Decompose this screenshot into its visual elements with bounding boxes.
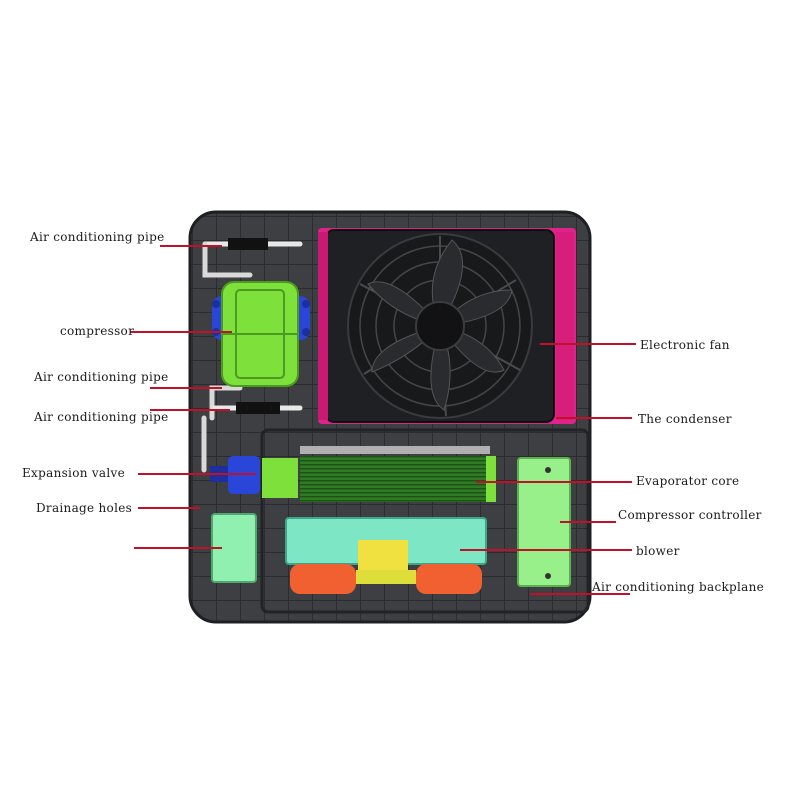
label-expansion-valve: Expansion valve <box>22 466 126 480</box>
label-ac-pipe-low: Air conditioning pipe <box>34 410 169 424</box>
fan-icon <box>347 233 533 419</box>
label-ac-pipe-mid: Air conditioning pipe <box>34 370 169 384</box>
label-electronic-fan: Electronic fan <box>640 338 730 352</box>
blower-icon <box>285 517 487 594</box>
compressor-controller <box>517 457 571 587</box>
label-compressor: compressor <box>60 324 135 338</box>
ac-pipes <box>201 238 303 473</box>
label-condenser: The condenser <box>638 412 732 426</box>
label-ac-pipe-top: Air conditioning pipe <box>30 230 165 244</box>
label-blower: blower <box>636 544 680 558</box>
evaporator-icon <box>262 446 496 502</box>
label-compressor-controller: Compressor controller <box>618 508 762 522</box>
label-evaporator-core: Evaporator core <box>636 474 740 488</box>
compressor-icon <box>212 281 310 387</box>
leader-lines <box>130 245 636 595</box>
label-drainage-holes: Drainage holes <box>36 501 133 515</box>
label-backplane: Air conditioning backplane <box>592 580 765 594</box>
